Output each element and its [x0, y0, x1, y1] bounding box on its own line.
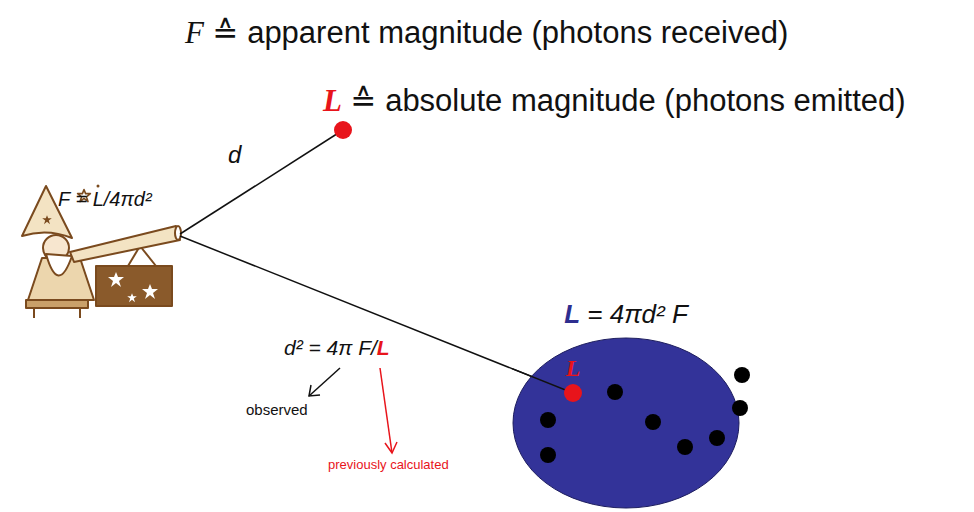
astronomer-illustration	[22, 185, 181, 319]
arrow-head	[385, 442, 397, 453]
ellipse-outline	[512, 337, 740, 509]
formula-heading: L = 4πd² F	[564, 300, 688, 329]
galaxy-shape	[513, 338, 739, 508]
tripod-leg	[140, 246, 156, 266]
star-label: L	[566, 355, 581, 381]
star-dot	[645, 414, 661, 430]
definition-text: F ≙ apparent magnitude (photons received…	[185, 16, 788, 50]
calculated-arrow	[380, 368, 397, 453]
star-dot	[540, 447, 556, 463]
formula-text: d² = 4π F/L	[284, 336, 390, 359]
dot-outline	[564, 384, 582, 402]
distance-label: d	[228, 142, 241, 168]
observed-arrow	[309, 368, 340, 396]
sight-line	[512, 369, 573, 393]
sight-line	[180, 236, 573, 393]
hat-star	[42, 215, 52, 224]
galaxy-ellipse: L = 4πd² FL	[512, 337, 740, 509]
star-dot	[677, 439, 693, 455]
arrow-shaft	[380, 368, 392, 453]
star-dot	[734, 367, 750, 383]
formula-accent: L	[377, 336, 390, 359]
annotation-text: previously calculated	[328, 458, 449, 472]
formula-text: F = L/4πd²	[58, 188, 152, 210]
sight-line	[180, 130, 343, 234]
arrow-shaft	[309, 368, 340, 396]
stool-leg	[79, 308, 81, 318]
definition-text: L ≙ absolute magnitude (photons emitted)	[323, 84, 906, 118]
stool	[26, 300, 88, 308]
star-dot	[709, 430, 725, 446]
reference-star	[564, 384, 582, 402]
telescope	[70, 226, 180, 262]
formula-part: d² = 4π F/	[284, 336, 377, 359]
sky-dot	[97, 185, 100, 188]
desk-star	[108, 272, 124, 287]
star-dot	[607, 384, 623, 400]
beard	[46, 254, 72, 276]
telescope-lens	[175, 226, 181, 240]
arrow-head	[309, 385, 320, 396]
star-dot	[732, 400, 748, 416]
desk-star	[127, 293, 137, 302]
stool-leg	[33, 308, 35, 318]
star-dot	[540, 412, 556, 428]
desk-star	[142, 284, 158, 299]
star-dot	[334, 121, 352, 139]
reference-star-dot: L	[564, 384, 582, 402]
annotation-text: observed	[246, 402, 308, 419]
desk	[96, 266, 172, 306]
